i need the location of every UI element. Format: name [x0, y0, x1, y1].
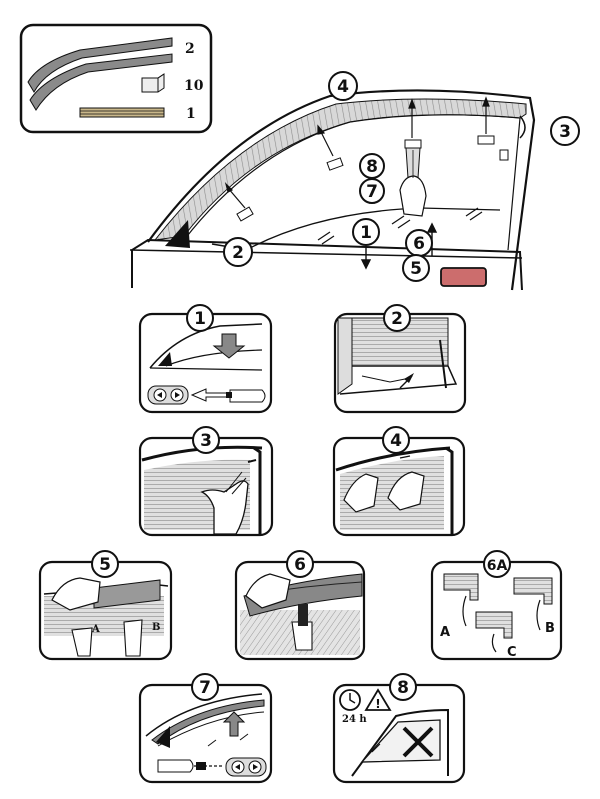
mirror-corner	[165, 220, 190, 248]
svg-text:8: 8	[366, 157, 378, 177]
glass-reflection	[317, 207, 483, 245]
step-2-panel: 2	[333, 304, 467, 414]
pressing-hand-icon	[157, 757, 267, 777]
step-7-number: 7	[199, 678, 211, 698]
svg-text:2: 2	[232, 243, 244, 263]
hand-pulling-strip-icon	[245, 573, 313, 651]
step-6a-label-b: B	[545, 621, 555, 636]
kit-qty-strip: 1	[186, 106, 196, 122]
clip-icon	[141, 73, 165, 93]
step-7-glass-reflection	[207, 733, 249, 747]
step-3-number: 3	[200, 431, 212, 451]
clips-on-deflector	[236, 135, 495, 222]
clock-icon	[339, 689, 361, 711]
do-not-open-icon	[402, 726, 434, 758]
callout-6: 6	[405, 229, 433, 257]
overview-callouts: 4 3 8 7 1 2 6 5	[223, 71, 580, 282]
deflector-pair-icon	[27, 37, 173, 111]
step-6a-panel: A B C 6A	[430, 550, 563, 661]
warning-icon: !	[364, 688, 392, 711]
door-handle	[440, 267, 487, 287]
step-1-number: 1	[194, 309, 206, 329]
step-5-number: 5	[99, 555, 111, 575]
callout-3: 3	[550, 116, 580, 146]
clip-variant-icons	[443, 573, 553, 639]
step-3-panel: 3	[138, 426, 274, 537]
step-8-number: 8	[397, 678, 409, 698]
step-8-panel: 24 h ! 8	[332, 673, 466, 784]
clip-arrows	[224, 96, 490, 209]
kit-contents-box: 2 10 1	[19, 23, 213, 134]
callout-2: 2	[223, 237, 253, 267]
step-1-panel: 1	[138, 304, 273, 414]
step-4-panel: 4	[332, 426, 466, 537]
step-6a-label-c: C	[507, 645, 517, 660]
hand-icon	[200, 471, 249, 535]
kit-qty-deflectors: 2	[185, 41, 195, 57]
callout-5: 5	[402, 254, 430, 282]
car-door-overview	[129, 89, 536, 291]
adhesive-strip-icon	[79, 107, 165, 118]
hand-holding-deflector-icon	[51, 577, 143, 657]
down-arrow-icon	[212, 333, 246, 359]
callout-4: 4	[328, 71, 358, 101]
step-6a-number: 6A	[487, 558, 508, 574]
svg-text:3: 3	[559, 122, 571, 142]
svg-text:5: 5	[410, 259, 422, 279]
step-6-panel: 6	[234, 550, 366, 661]
step-6a-label-a: A	[440, 625, 450, 640]
svg-text:6: 6	[413, 234, 425, 254]
svg-text:!: !	[375, 697, 380, 711]
svg-text:1: 1	[360, 223, 372, 243]
up-arrow-icon	[222, 711, 246, 737]
step-5-label-b: B	[152, 622, 160, 633]
step-4-number: 4	[390, 431, 402, 451]
deflector-band	[153, 98, 527, 241]
step-7-panel: 7	[138, 673, 273, 784]
step-5-panel: A B 5	[38, 550, 173, 661]
cure-time: 24 h	[342, 714, 367, 725]
callout-7: 7	[359, 178, 385, 204]
step-2-number: 2	[391, 309, 403, 329]
step-5-label-a: A	[91, 624, 100, 635]
kit-qty-clips: 10	[184, 78, 204, 94]
svg-text:7: 7	[366, 182, 378, 202]
cleaning-pad-icon	[147, 385, 266, 405]
hands-pressing-icon	[343, 455, 425, 513]
callout-8: 8	[359, 153, 385, 179]
svg-text:4: 4	[337, 77, 349, 97]
step-6-number: 6	[294, 555, 306, 575]
hand-pulling-tape	[399, 147, 427, 217]
callout-1: 1	[352, 218, 380, 246]
